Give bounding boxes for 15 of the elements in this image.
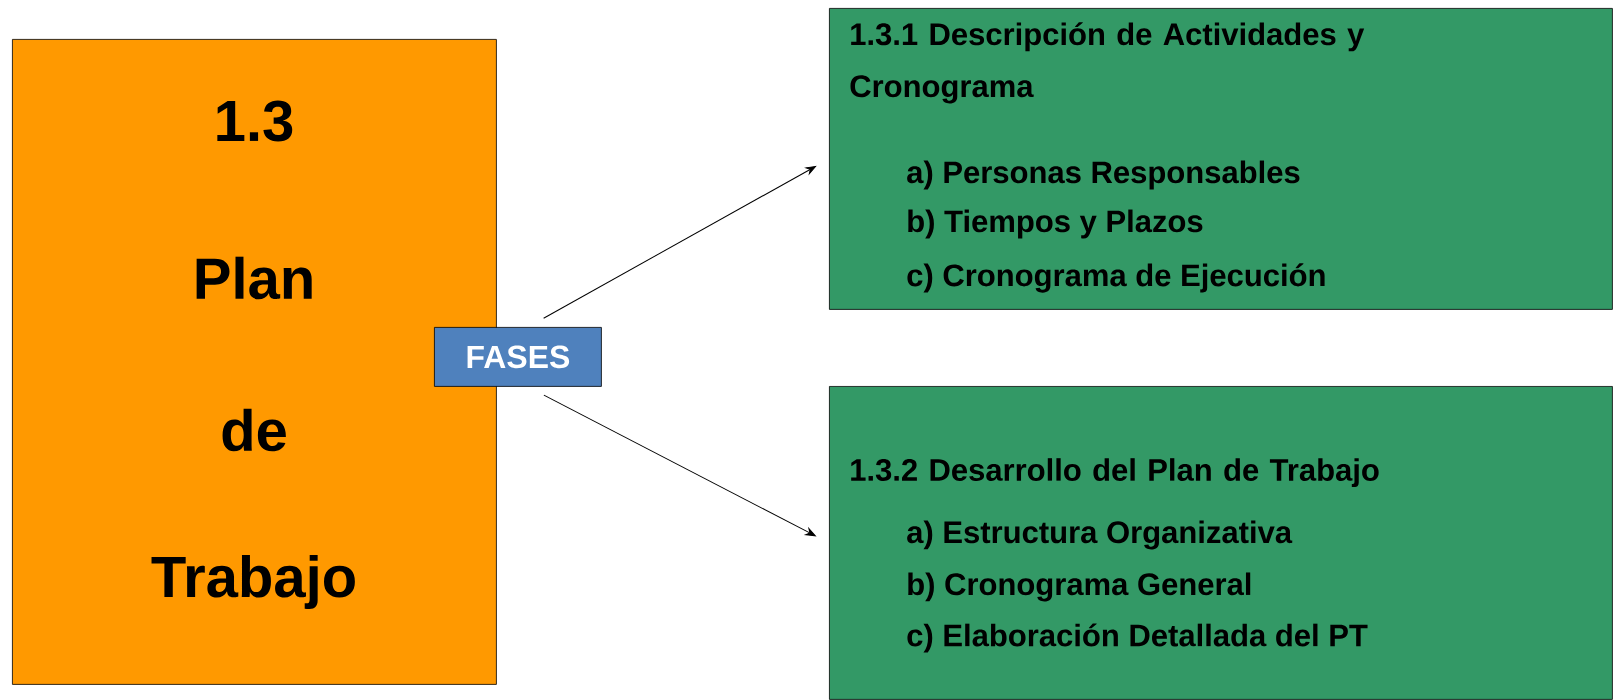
- tag-text: FASES: [467, 345, 570, 369]
- list-item: a) Personas Responsables: [907, 160, 1300, 190]
- arrow: [543, 165, 817, 319]
- box-text: Plan: [196, 256, 312, 300]
- list-item: b) Tiempos y Plazos: [908, 209, 1203, 239]
- arrow: [543, 394, 816, 537]
- list-item: b) Cronograma General: [908, 572, 1251, 602]
- box-text: Trabajo: [151, 554, 355, 609]
- box-text: 1.3: [217, 100, 293, 142]
- box-text: de: [222, 408, 286, 452]
- list-item: a) Estructura Organizativa: [907, 520, 1293, 550]
- list-item: c) Cronograma de Ejecución: [907, 263, 1325, 293]
- list-item: c) Elaboración Detallada del PT: [907, 623, 1368, 653]
- heading: 1.3.2 Desarrollo del Plan de Trabajo: [851, 458, 1379, 488]
- heading: 1.3.1 Descripción de Actividades y Cronograma: [850, 22, 1365, 104]
